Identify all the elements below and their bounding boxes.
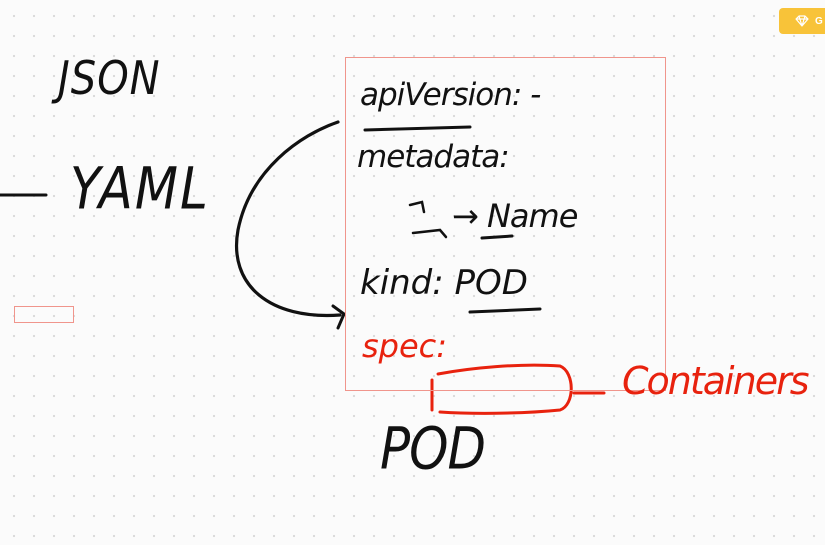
curve-arrow-head xyxy=(331,304,346,330)
curve-arrow xyxy=(235,120,342,318)
apiversion-label: apiVersion: - xyxy=(360,77,541,113)
premium-label: G xyxy=(815,15,823,27)
selection-frame[interactable] xyxy=(345,57,666,391)
metadata-label: metadata: xyxy=(357,139,510,175)
yaml-label: YAML xyxy=(70,155,210,223)
kind-label: kind: POD xyxy=(360,263,528,303)
pod-label: POD xyxy=(380,415,486,483)
json-label: JSON xyxy=(58,52,161,106)
apiversion-underline xyxy=(363,125,472,132)
name-label: → Name xyxy=(452,197,578,235)
name-arrow-top xyxy=(408,200,426,214)
name-arrow-bottom xyxy=(411,228,448,239)
premium-button[interactable]: G xyxy=(779,8,825,34)
selection-rectangle[interactable] xyxy=(14,306,74,323)
spec-label: spec: xyxy=(362,327,448,365)
diamond-icon xyxy=(795,15,809,27)
containers-label: Containers xyxy=(622,359,809,403)
pod-underline xyxy=(468,307,542,314)
red-container-box xyxy=(436,363,573,415)
name-underline xyxy=(480,234,514,240)
